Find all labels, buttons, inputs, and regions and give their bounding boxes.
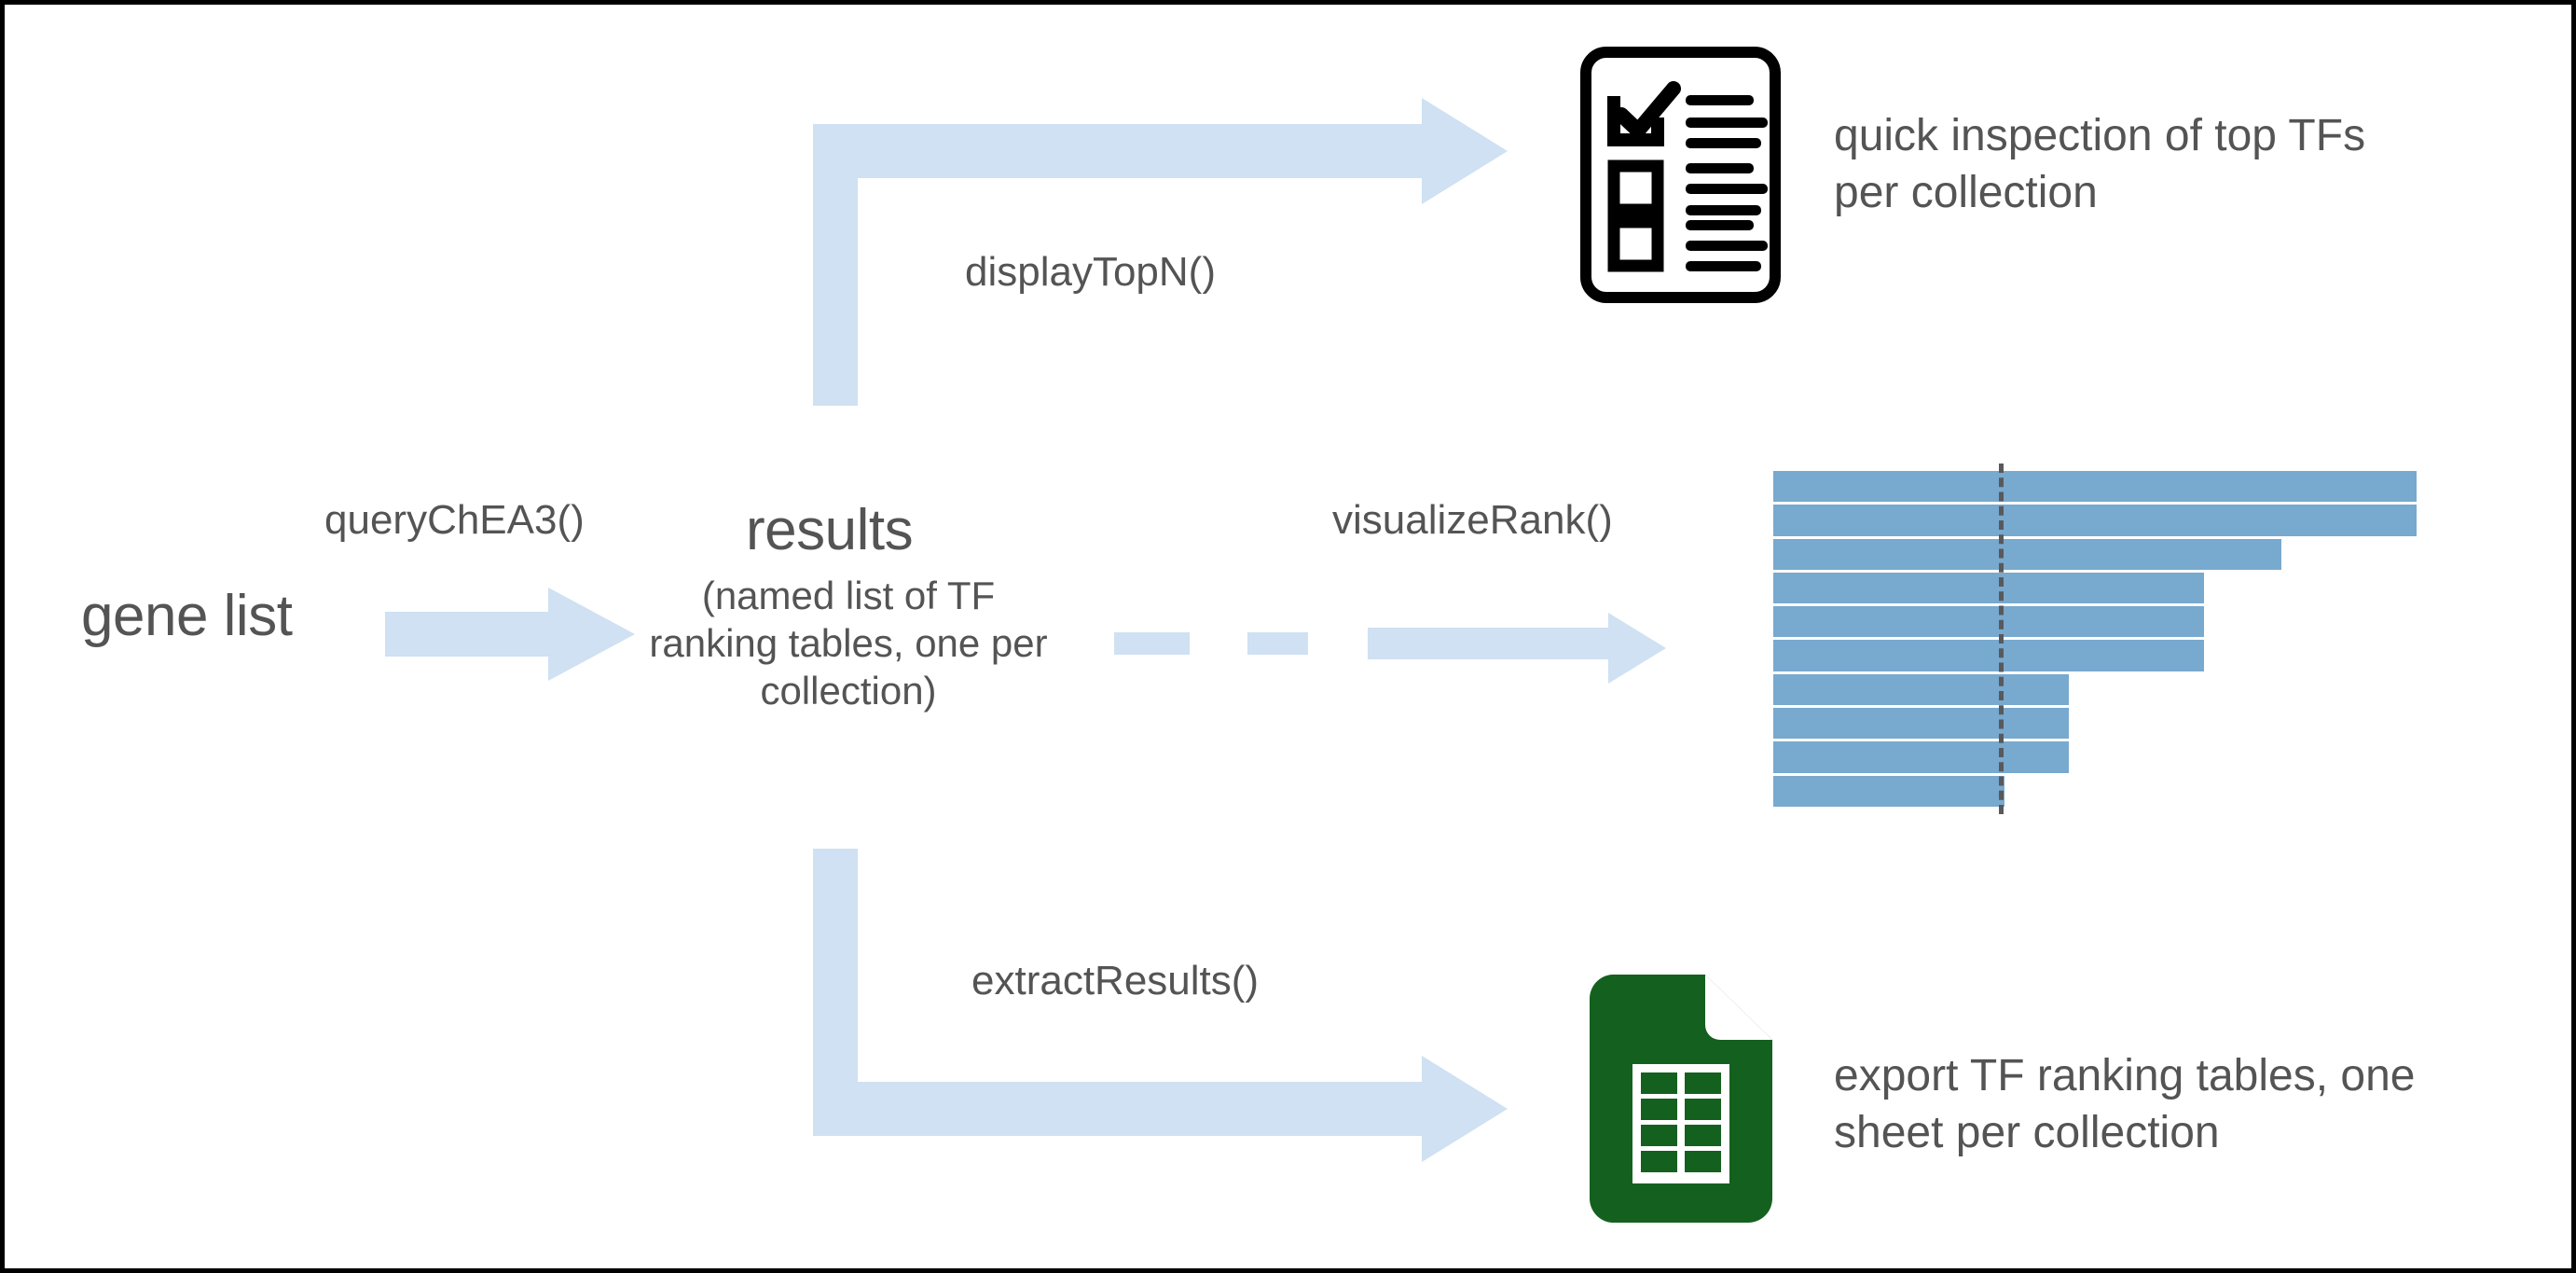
query-chea3-label: queryChEA3() [324, 497, 585, 543]
dashed-right-arrow-svg [1114, 613, 1666, 684]
query-chea3-arrow [385, 588, 637, 681]
checklist-document-svg [1580, 47, 1781, 303]
display-top-n-label: displayTopN() [965, 249, 1216, 295]
bar [1773, 606, 2205, 638]
bar-row [1773, 505, 2417, 536]
display-top-n-arrow [806, 98, 1515, 406]
bar-row [1773, 471, 2417, 503]
bar [1773, 538, 2282, 570]
bar-row [1773, 538, 2417, 570]
spreadsheet-document-icon [1589, 975, 1781, 1226]
bar [1773, 505, 2417, 536]
elbow-arrow-down-right-svg [813, 849, 1508, 1162]
right-arrow-svg [385, 588, 635, 681]
bar [1773, 640, 2205, 671]
spreadsheet-document-svg [1589, 975, 1772, 1223]
bar [1773, 572, 2205, 604]
reference-dashed-line [1998, 464, 2004, 814]
bar-row [1773, 572, 2417, 604]
bottom-output-caption: export TF ranking tables, one sheet per … [1834, 1051, 2416, 1158]
extract-results-label: extractResults() [971, 958, 1260, 1003]
bar [1773, 708, 2070, 740]
bar [1773, 673, 2070, 706]
visualize-rank-label: visualizeRank() [1332, 497, 1613, 543]
bar-row [1773, 775, 2417, 807]
bar [1773, 471, 2417, 503]
bar-row [1773, 708, 2417, 740]
results-node-subtitle: (named list of TF ranking tables, one pe… [649, 574, 1048, 713]
bar-row [1773, 673, 2417, 706]
bar-row [1773, 741, 2417, 773]
bar-row [1773, 640, 2417, 671]
bar-row [1773, 606, 2417, 638]
bar [1773, 775, 2005, 807]
results-node-title: results [746, 498, 914, 562]
visualize-rank-arrow [1114, 611, 1674, 685]
top-output-caption: quick inspection of top TFs per collecti… [1834, 111, 2366, 218]
gene-list-node: gene list [81, 584, 293, 648]
checklist-document-icon [1580, 47, 1781, 303]
bar-chart [1773, 464, 2417, 814]
bar [1773, 741, 2070, 773]
extract-results-arrow [806, 849, 1515, 1166]
elbow-arrow-up-right-svg [813, 98, 1508, 406]
